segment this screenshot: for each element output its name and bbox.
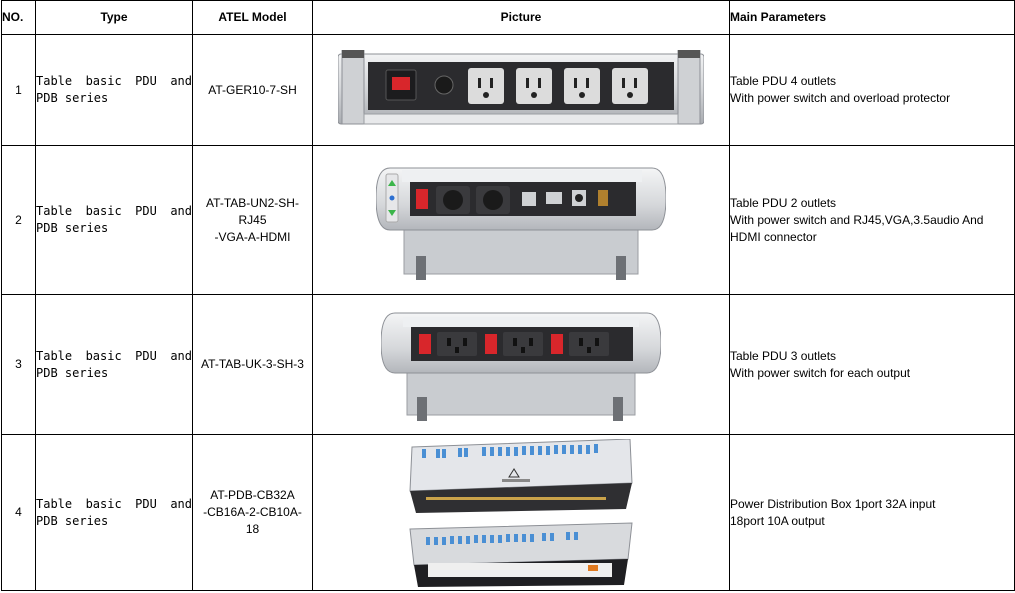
param-line: Power Distribution Box 1port 32A input — [730, 496, 936, 511]
pop-up-table-pdu-multimedia-image — [376, 167, 666, 280]
param-line: Table PDU 3 outlets — [730, 348, 837, 363]
table-row: 1 Table basic PDU and PDB series AT-GER1… — [1, 34, 1015, 146]
power-distribution-box-image — [409, 438, 633, 587]
param-line: Table PDU 2 outlets — [730, 195, 837, 210]
row-number: 4 — [1, 434, 36, 591]
header-picture: Picture — [312, 0, 730, 35]
row-picture — [312, 34, 730, 146]
param-line: With power switch and overload protector — [730, 91, 951, 105]
param-line: Table PDU 4 outlets — [730, 74, 837, 88]
row-number: 2 — [1, 145, 36, 295]
row-params: Power Distribution Box 1port 32A input 1… — [729, 434, 1015, 591]
header-row: NO. Type ATEL Model Picture Main Paramet… — [1, 0, 1015, 35]
table-pdu-4-outlet-strip-image — [338, 50, 704, 125]
row-model: AT-GER10-7-SH — [192, 34, 313, 146]
row-number: 3 — [1, 294, 36, 435]
row-params: Table PDU 4 outlets With power switch an… — [729, 34, 1015, 146]
model-line: -CB16A-2-CB10A- — [203, 505, 302, 519]
row-model: AT-TAB-UN2-SH- RJ45 -VGA-A-HDMI — [192, 145, 313, 295]
pop-up-table-pdu-uk-image — [381, 312, 661, 421]
header-params: Main Parameters — [729, 0, 1015, 35]
param-line: With power switch for each output — [730, 365, 911, 380]
model-line: -VGA-A-HDMI — [214, 229, 291, 244]
model-line: 18 — [245, 522, 260, 536]
row-model: AT-PDB-CB32A -CB16A-2-CB10A- 18 — [192, 434, 313, 591]
model-line: RJ45 — [238, 212, 267, 227]
table-row: 2 Table basic PDU and PDB series AT-TAB-… — [1, 145, 1015, 295]
header-type: Type — [35, 0, 193, 35]
row-params: Table PDU 3 outlets With power switch fo… — [729, 294, 1015, 435]
model-line: AT-PDB-CB32A — [210, 488, 295, 502]
row-type: Table basic PDU and PDB series — [35, 294, 193, 435]
row-type: Table basic PDU and PDB series — [35, 145, 193, 295]
row-type: Table basic PDU and PDB series — [35, 434, 193, 591]
model-line: AT-TAB-UN2-SH- — [206, 195, 299, 210]
row-model: AT-TAB-UK-3-SH-3 — [192, 294, 313, 435]
row-type: Table basic PDU and PDB series — [35, 34, 193, 146]
row-picture — [312, 294, 730, 435]
model-line: AT-TAB-UK-3-SH-3 — [201, 357, 304, 371]
row-number: 1 — [1, 34, 36, 146]
row-params: Table PDU 2 outlets With power switch an… — [729, 145, 1015, 295]
model-line: AT-GER10-7-SH — [208, 82, 297, 97]
table-row: 3 Table basic PDU and PDB series AT-TAB-… — [1, 294, 1015, 435]
header-no: NO. — [1, 0, 36, 35]
row-picture — [312, 434, 730, 591]
param-line: 18port 10A output — [730, 513, 825, 528]
table-row: 4 Table basic PDU and PDB series AT-PDB-… — [1, 434, 1015, 591]
param-line: HDMI connector — [730, 229, 817, 244]
param-line: With power switch and RJ45,VGA,3.5audio … — [730, 212, 984, 227]
header-model: ATEL Model — [192, 0, 313, 35]
row-picture — [312, 145, 730, 295]
